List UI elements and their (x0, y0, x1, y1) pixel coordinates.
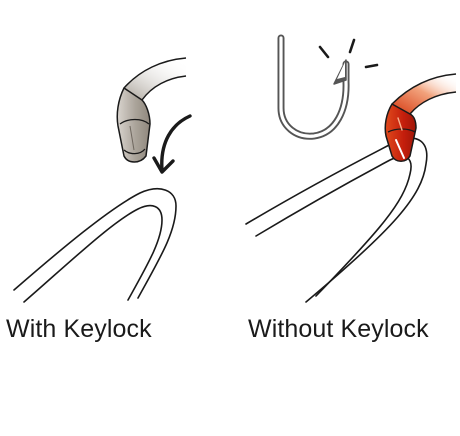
carabiner-keylock-nose-icon (116, 57, 187, 163)
carabiner-nose-snagged-icon (384, 73, 457, 162)
rope-loop-icon (245, 137, 428, 303)
left-panel (13, 57, 192, 303)
fishhook-icon (277, 34, 350, 140)
snag-burst-icon (318, 38, 379, 69)
right-panel (245, 34, 457, 303)
curved-arrow-icon (152, 114, 192, 174)
rope-loop-icon (13, 188, 177, 303)
caption-with-keylock: With Keylock (6, 315, 152, 343)
caption-without-keylock: Without Keylock (248, 315, 429, 343)
